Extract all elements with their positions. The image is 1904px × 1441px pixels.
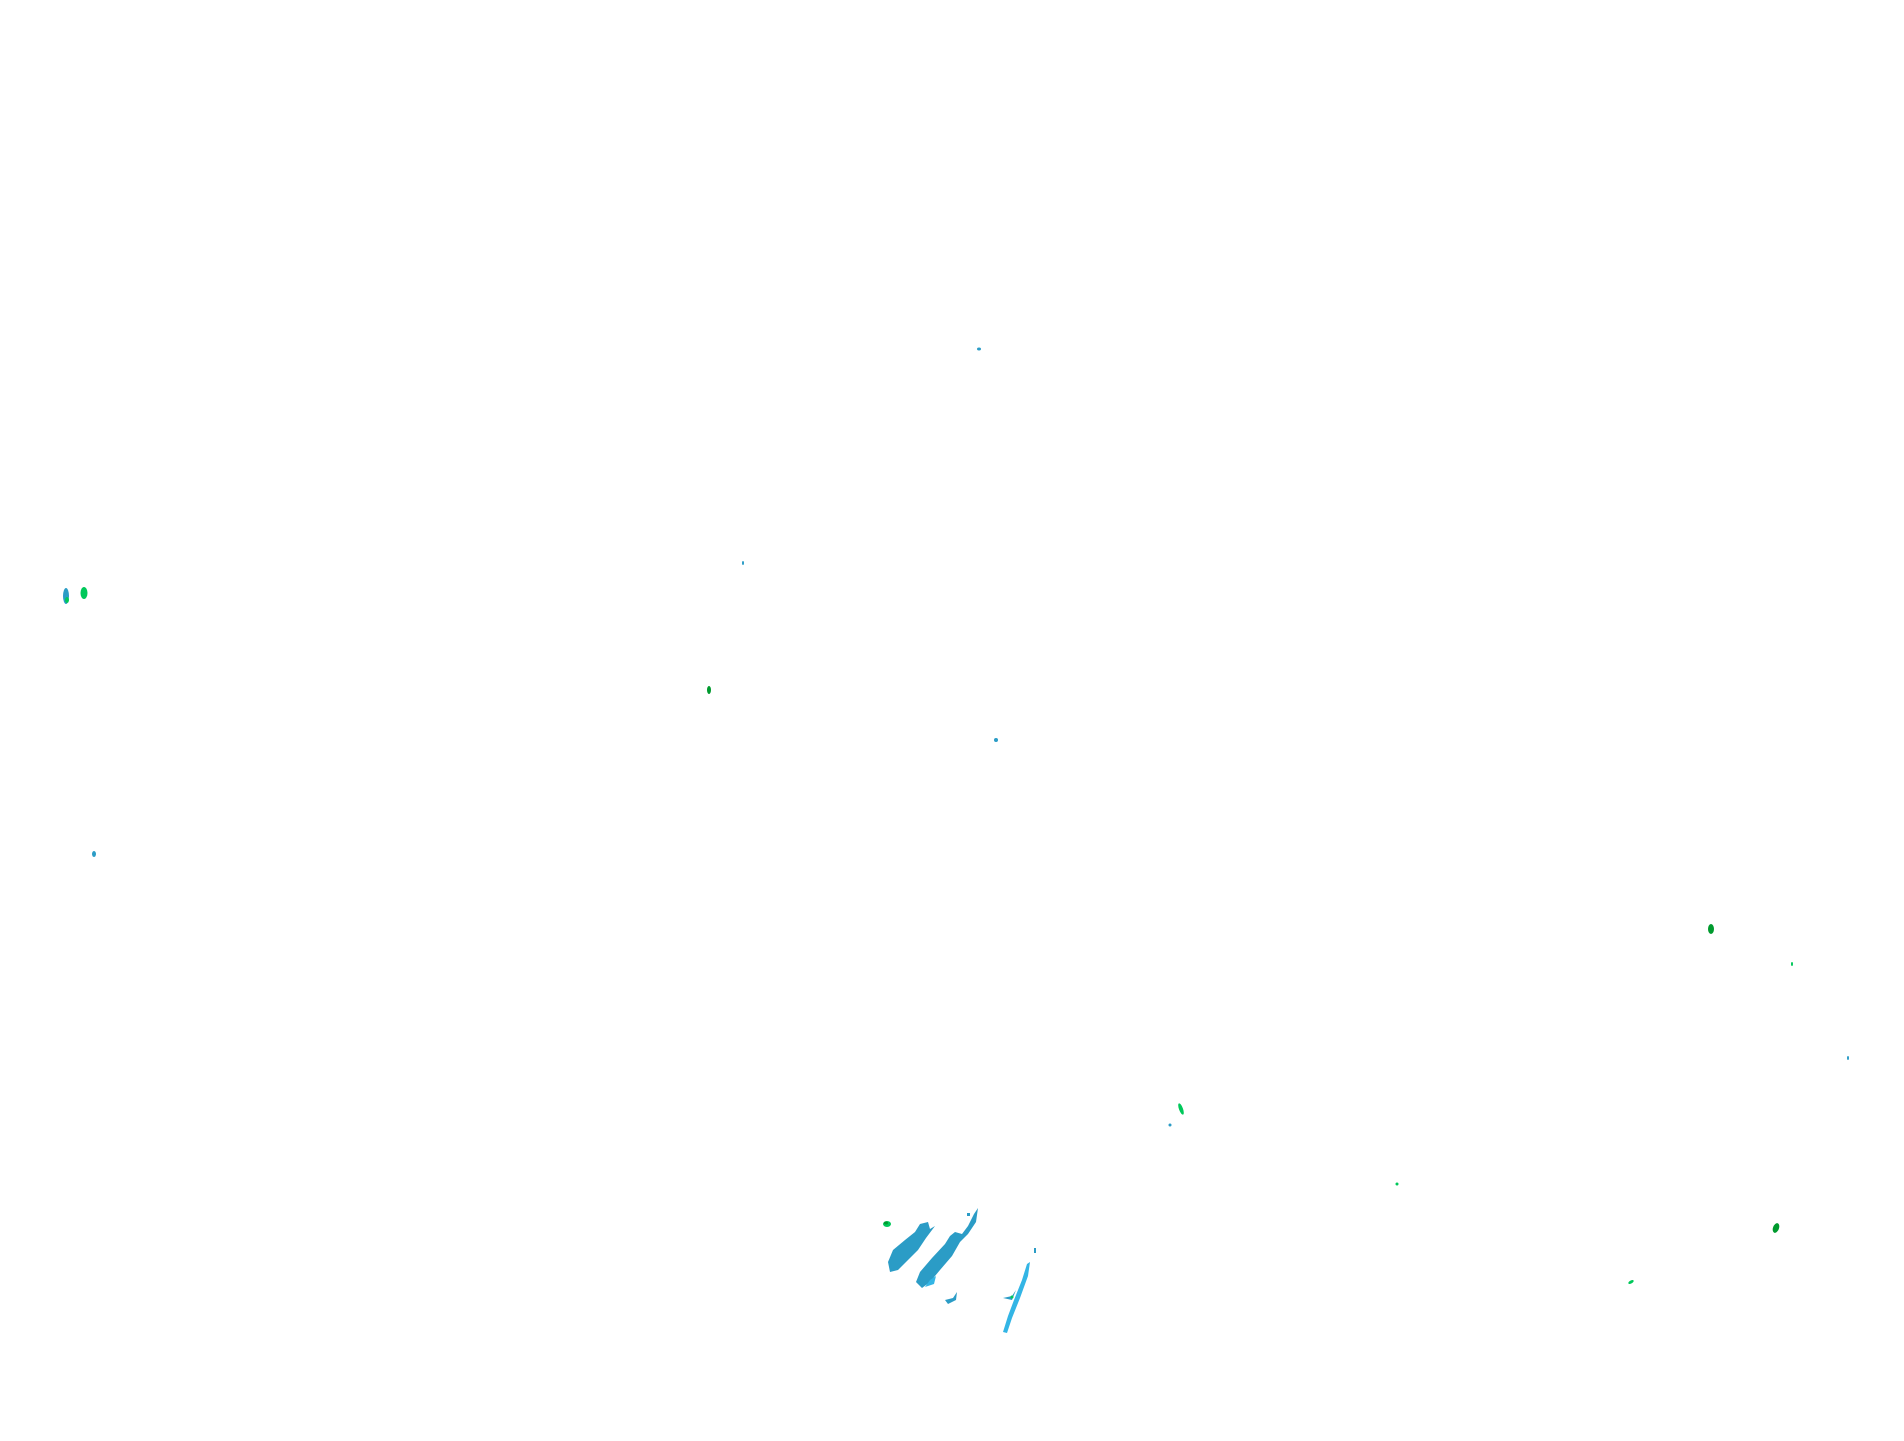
echo-cell-core: [884, 1221, 888, 1225]
echo-cell: [742, 561, 744, 565]
echo-cell: [1708, 924, 1714, 934]
echo-cell: [1628, 1280, 1634, 1284]
echo-cell: [1791, 962, 1793, 966]
echo-cell: [994, 738, 998, 742]
echo-cell: [977, 347, 981, 351]
echo-cell: [80, 587, 88, 599]
echo-fragment: [945, 1292, 957, 1304]
echo-cell: [1395, 1182, 1399, 1186]
precipitation-echoes: [63, 347, 1849, 1333]
echo-core: [1010, 1295, 1014, 1299]
echo-cell: [1168, 1123, 1172, 1127]
echo-cell: [65, 597, 69, 603]
echo-line-3: [1003, 1262, 1030, 1333]
echo-band-2: [916, 1208, 978, 1288]
echo-cell: [1847, 1056, 1849, 1060]
echo-cell: [1178, 1103, 1184, 1115]
echo-speck: [1034, 1248, 1036, 1253]
echo-line-3-spur: [1003, 1290, 1016, 1300]
echo-band-1: [888, 1222, 935, 1272]
echo-band-2-edge: [925, 1276, 936, 1287]
echo-cell: [92, 851, 96, 857]
echo-cell: [1772, 1223, 1780, 1233]
echo-cell: [707, 686, 711, 694]
echo-speck: [967, 1213, 970, 1216]
